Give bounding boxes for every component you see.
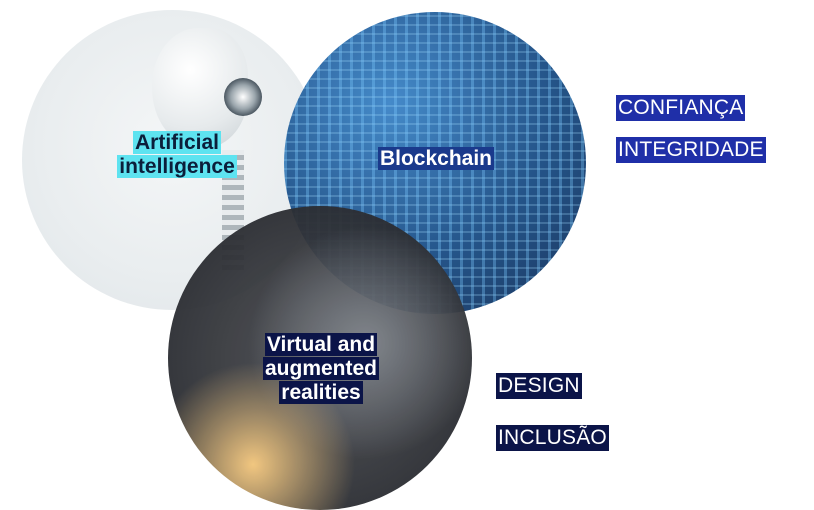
tag-confianca: CONFIANÇA (616, 95, 746, 121)
robot-ear-shape (224, 78, 262, 116)
vr-label: Virtual and augmented realities (238, 333, 404, 405)
vr-label-line-3: realities (279, 381, 363, 404)
ai-label: Artificial intelligence (94, 131, 260, 179)
ai-label-line-2: intelligence (117, 155, 237, 178)
tag-inclusao: INCLUSÃO (496, 425, 609, 451)
tag-integridade: INTEGRIDADE (616, 137, 766, 163)
vr-label-line-1: Virtual and (264, 333, 378, 356)
vr-label-line-2: augmented (262, 357, 379, 380)
ai-label-line-1: Artificial (132, 131, 222, 154)
tag-design: DESIGN (496, 373, 582, 399)
blockchain-label-line-1: Blockchain (377, 147, 495, 170)
blockchain-label: Blockchain (358, 147, 514, 171)
